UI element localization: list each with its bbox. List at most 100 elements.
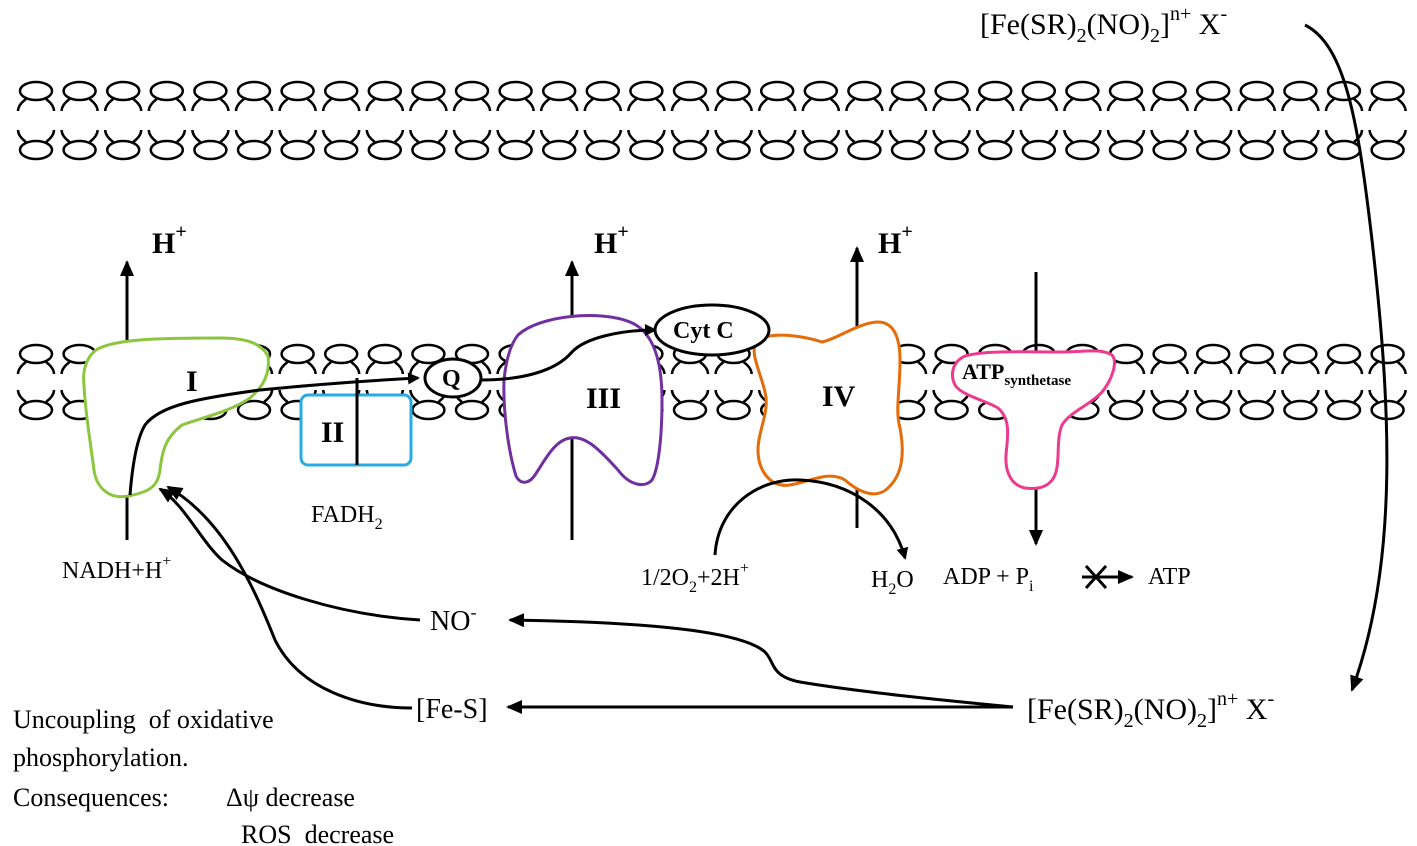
complex-iii-shape: [502, 314, 664, 487]
electron-path-complex-i-to-q: [128, 372, 420, 496]
lipid-head: [1324, 80, 1364, 112]
lipid-head: [932, 389, 971, 421]
lipid-head: [452, 129, 492, 161]
lipid-head: [103, 80, 143, 112]
lipid-head: [627, 80, 666, 112]
lipid-head: [1150, 129, 1189, 161]
lipid-head: [191, 129, 230, 161]
proton-label-2: H+: [594, 221, 629, 260]
lipid-head: [1324, 343, 1364, 375]
lipid-head: [1150, 343, 1189, 375]
atp-label: ATP: [1148, 564, 1191, 590]
consequence-line-2: phosphorylation.: [13, 743, 189, 772]
lipid-head: [1150, 389, 1189, 421]
lipid-head: [1237, 389, 1277, 421]
lipid-head: [1281, 343, 1320, 375]
lipid-head: [60, 80, 99, 112]
lipid-head: [932, 80, 971, 112]
lipid-head: [365, 129, 405, 161]
lipid-head: [670, 389, 710, 421]
lipid-head: [1237, 129, 1277, 161]
lipid-head: [1193, 129, 1233, 161]
lipid-head: [147, 80, 187, 112]
electron-path-q-to-cyt-c: [480, 324, 657, 382]
lipid-head: [888, 80, 928, 112]
fe-s-label: [Fe-S]: [416, 694, 488, 725]
lipid-head: [845, 129, 884, 161]
lipid-head: [16, 129, 56, 161]
reagent-to-no-arrow: [508, 613, 1014, 709]
lipid-head: [496, 129, 535, 161]
complex-i-label: I: [186, 365, 198, 398]
ubiquinone-q-label: Q: [442, 366, 461, 392]
oxygen-label: 1/2O2+2H+: [641, 560, 749, 596]
complex-iv-label: IV: [822, 380, 856, 413]
lipid-head: [1281, 80, 1320, 112]
nitroxyl-label: NO-: [430, 602, 476, 637]
lipid-head: [1368, 129, 1407, 161]
lipid-head: [888, 129, 928, 161]
oxygen-to-water-arrow: [713, 478, 909, 560]
proton-label-3: H+: [878, 221, 913, 260]
lipid-head: [1368, 343, 1407, 375]
lipid-head: [60, 129, 99, 161]
lipid-head: [496, 80, 535, 112]
lipid-head: [452, 389, 492, 421]
outer-membrane-upper-leaflet: [16, 80, 1407, 112]
lipid-head: [1019, 80, 1059, 112]
lipid-head: [1281, 389, 1320, 421]
lipid-head: [452, 80, 492, 112]
lipid-head: [1063, 129, 1102, 161]
complex-iii-label: III: [586, 382, 621, 415]
lipid-head: [714, 80, 753, 112]
no-to-complex-i-arrow: [158, 487, 421, 622]
lipid-head: [409, 80, 448, 112]
reagent-transport-arrow: [1304, 23, 1389, 692]
outer-membrane-lower-leaflet: [16, 129, 1407, 161]
lipid-head: [714, 389, 753, 421]
lipid-head: [1106, 129, 1146, 161]
top-reagent-label: [Fe(SR)2(NO)2]n+ X-: [980, 3, 1227, 47]
lipid-head: [539, 129, 579, 161]
complex-i-shape: [82, 336, 270, 499]
lipid-head: [714, 129, 753, 161]
lipid-head: [16, 343, 56, 375]
lipid-head: [1324, 129, 1364, 161]
lipid-head: [409, 129, 448, 161]
lipid-head: [16, 389, 56, 421]
lipid-head: [1324, 389, 1364, 421]
lipid-head: [365, 80, 405, 112]
lipid-head: [845, 80, 884, 112]
lipid-head: [932, 129, 971, 161]
lipid-head: [147, 129, 187, 161]
lipid-head: [801, 129, 841, 161]
lipid-head: [234, 389, 274, 421]
lipid-head: [975, 129, 1015, 161]
proton-label-1: H+: [152, 221, 187, 260]
atp-synthase-label: ATPsynthetase: [962, 359, 1071, 389]
lipid-head: [1019, 129, 1059, 161]
atp-synthase-shape: [951, 349, 1116, 490]
lipid-head: [1106, 80, 1146, 112]
lipid-head: [1368, 80, 1407, 112]
lipid-head: [975, 80, 1015, 112]
lipid-head: [670, 129, 710, 161]
lipid-head: [757, 80, 797, 112]
lipid-head: [278, 129, 317, 161]
complex-ii-label: II: [321, 416, 344, 449]
lipid-head: [321, 343, 361, 375]
nadh-label: NADH+H+: [62, 553, 171, 584]
lipid-head: [234, 129, 274, 161]
lipid-head: [583, 129, 623, 161]
cytochrome-c-label: Cyt C: [673, 318, 734, 344]
complex-iv-shape: [752, 320, 904, 496]
lipid-head: [583, 80, 623, 112]
lipid-head: [321, 129, 361, 161]
lipid-head: [234, 80, 274, 112]
lipid-head: [278, 80, 317, 112]
lipid-head: [757, 129, 797, 161]
lipid-head: [1193, 343, 1233, 375]
consequence-line-1: Uncoupling of oxidative: [13, 705, 274, 734]
